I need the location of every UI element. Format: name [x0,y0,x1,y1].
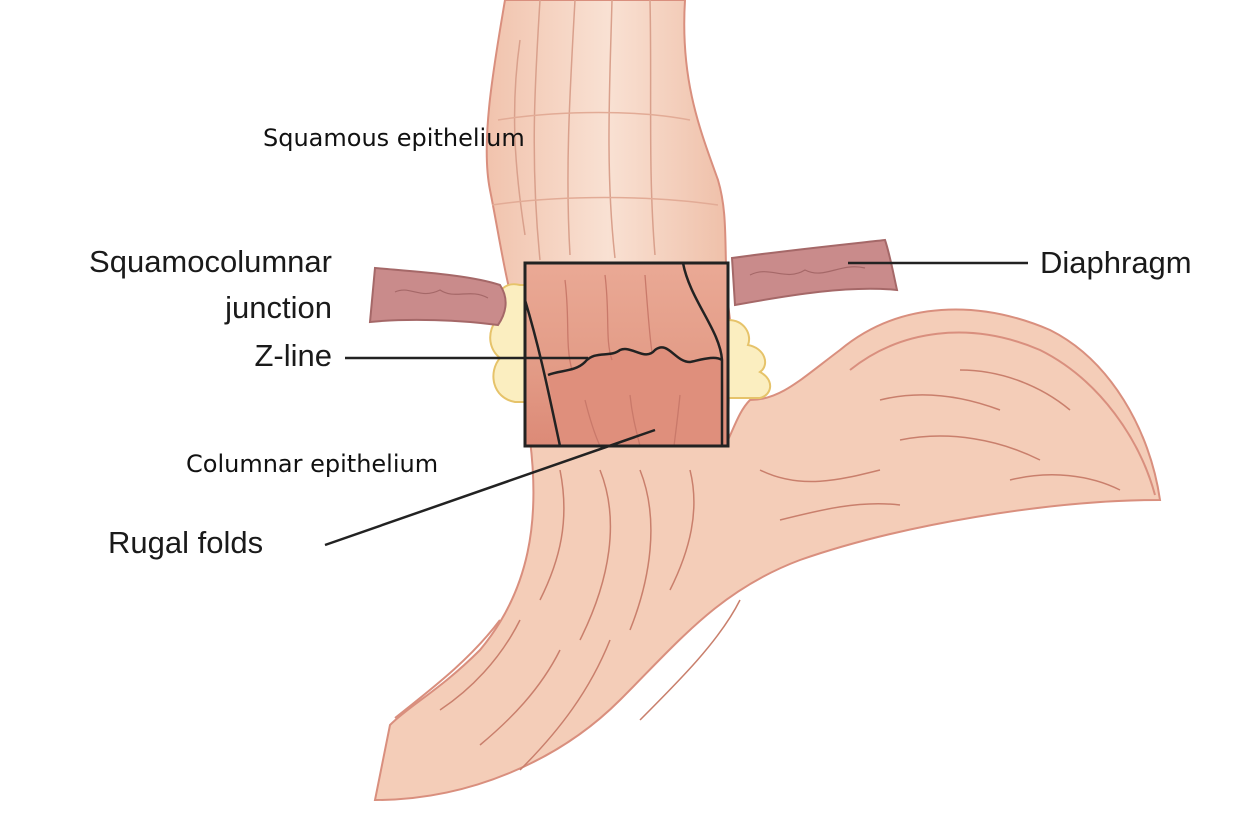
label-junction: junction [12,292,332,323]
label-diaphragm: Diaphragm [1040,247,1192,278]
label-rugal-folds: Rugal folds [108,527,263,558]
label-squamous-epithelium: Squamous epithelium [263,126,525,150]
fat-pad-right [728,320,770,398]
label-z-line: Z-line [12,340,332,371]
label-squamocolumnar: Squamocolumnar [12,246,332,277]
label-columnar-epithelium: Columnar epithelium [186,452,438,476]
